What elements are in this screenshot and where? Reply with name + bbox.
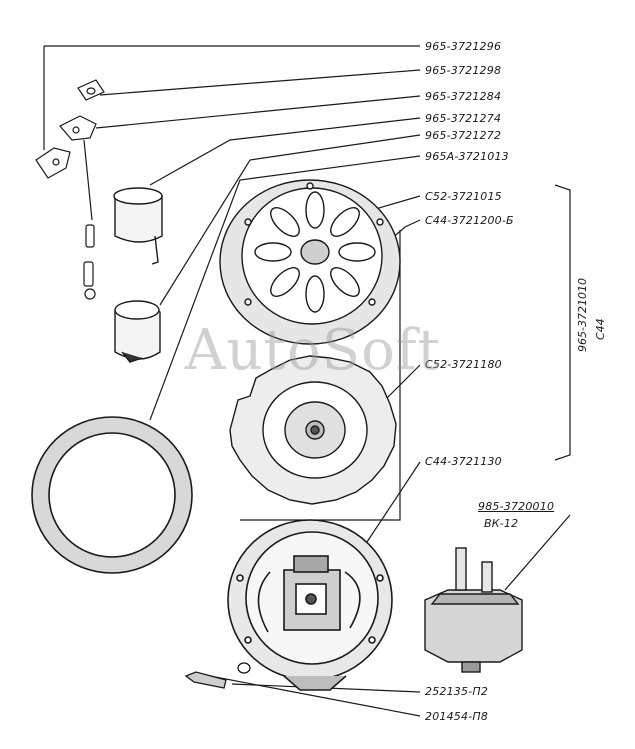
label-part-1: 965-3721296 xyxy=(425,40,502,53)
leader-line-relay xyxy=(504,514,571,591)
resonator-hub xyxy=(300,239,330,265)
mounting-foot xyxy=(283,675,347,691)
wire-connector-2 xyxy=(83,261,94,287)
wire-lead xyxy=(83,139,93,221)
housing-frame xyxy=(240,230,401,521)
leader-line-10 xyxy=(364,461,421,546)
label-part-10: С44-3721130 xyxy=(425,455,502,468)
label-part-5: 965-3721272 xyxy=(425,129,502,142)
label-washer: 201454-П8 xyxy=(425,710,489,723)
watermark: AutoSoft xyxy=(185,318,442,383)
wire-connector-1 xyxy=(85,224,95,248)
leader-line-6 xyxy=(149,155,421,421)
resonator-slots xyxy=(254,191,376,313)
label-relay-code: 985-3720010 xyxy=(478,500,555,513)
plate-hole-2 xyxy=(72,126,80,134)
label-part-8: С44-3721200-Б xyxy=(425,214,514,227)
plate-hole-1 xyxy=(52,158,60,166)
label-relay-model: ВК-12 xyxy=(484,517,519,530)
label-part-6: 965А-3721013 xyxy=(425,150,509,163)
label-part-2: 965-3721298 xyxy=(425,64,502,77)
leader-line-7 xyxy=(371,195,421,211)
washer-hole xyxy=(86,87,96,95)
leader-line-9 xyxy=(384,364,421,401)
leader-line-3 xyxy=(95,95,421,129)
label-screw: 252135-П2 xyxy=(425,685,489,698)
wire-eyelet xyxy=(84,288,96,300)
leader-line-washer xyxy=(209,675,421,717)
screw-icon xyxy=(184,671,227,689)
label-part-7: С52-3721015 xyxy=(425,190,502,203)
leader-line-4 xyxy=(149,117,421,186)
coil-wire xyxy=(344,571,361,629)
leader-line-2 xyxy=(99,69,421,96)
relay-terminal-1 xyxy=(455,547,467,591)
label-part-4: 965-3721274 xyxy=(425,112,502,125)
label-part-3: 965-3721284 xyxy=(425,90,502,103)
washer-icon xyxy=(237,662,251,674)
gasket-inner xyxy=(48,432,176,558)
label-part-9: С52-3721180 xyxy=(425,358,502,371)
leader-line-5 xyxy=(159,134,421,306)
label-assembly-code: 965-3721010 xyxy=(576,278,589,352)
relay-terminal-2 xyxy=(481,561,493,593)
assembly-bracket xyxy=(554,184,571,461)
label-assembly-model: С44 xyxy=(594,318,607,340)
